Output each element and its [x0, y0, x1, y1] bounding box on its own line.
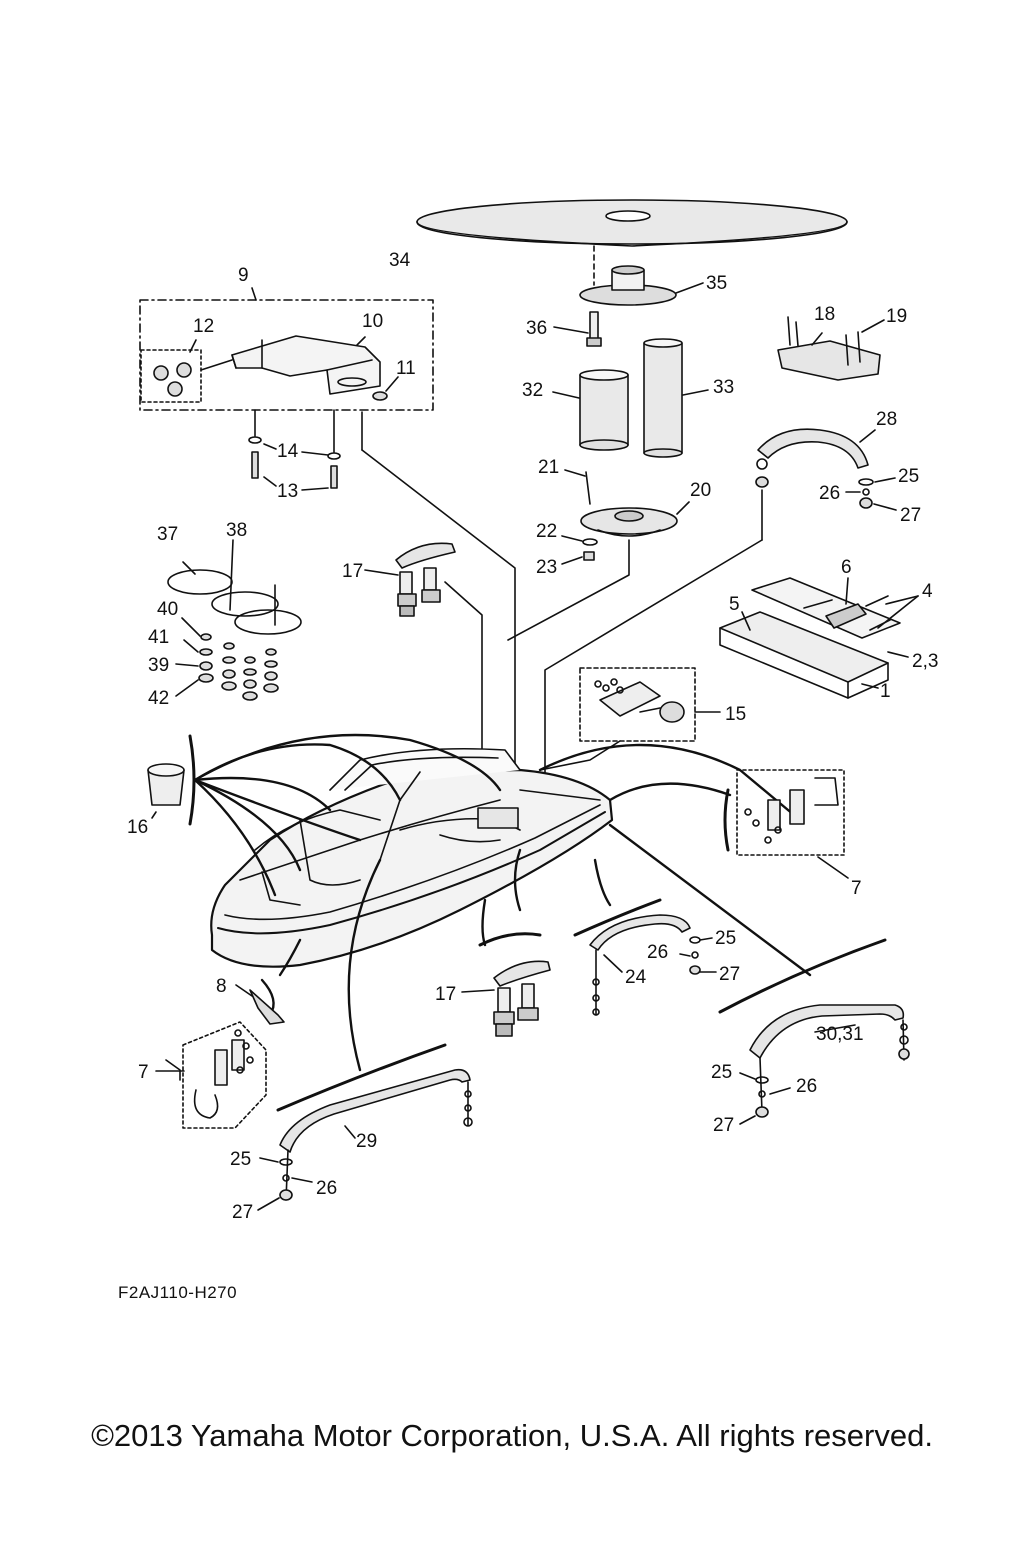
seat-bracket-assembly-9 — [139, 287, 516, 771]
callout-labels: 34 35 36 32 33 21 20 22 23 9 12 10 11 14… — [127, 250, 938, 1223]
callout-32: 32 — [522, 380, 543, 401]
callout-9: 9 — [238, 265, 249, 286]
bracket-box-7-left — [155, 1021, 267, 1129]
post-short-32 — [552, 369, 629, 451]
rail-assembly-1-6 — [719, 577, 919, 699]
callout-8: 8 — [216, 976, 227, 997]
callout-38: 38 — [226, 520, 247, 541]
callout-36: 36 — [526, 318, 547, 339]
callout-28: 28 — [876, 409, 897, 430]
callout-25-c: 25 — [711, 1062, 732, 1083]
table-top-34 — [416, 199, 848, 286]
callout-40: 40 — [157, 599, 178, 620]
handle-29 — [257, 1043, 473, 1211]
callout-25-b: 25 — [715, 928, 736, 949]
callout-6: 6 — [841, 557, 852, 578]
callout-24: 24 — [625, 967, 647, 988]
callout-17-a: 17 — [342, 561, 363, 582]
cup-rings-37-42 — [167, 539, 302, 701]
callout-23: 23 — [536, 557, 557, 578]
callout-37: 37 — [157, 524, 178, 545]
callout-39: 39 — [148, 655, 169, 676]
grab-handle-28 — [544, 428, 897, 776]
callout-26-c: 26 — [796, 1076, 817, 1097]
drawing-code: F2AJ110-H270 — [118, 1283, 238, 1302]
cleat-17-bottom — [461, 932, 551, 1037]
callout-26-a: 26 — [819, 483, 840, 504]
callout-21: 21 — [538, 457, 559, 478]
callout-15: 15 — [725, 704, 746, 725]
callout-18: 18 — [814, 304, 835, 325]
callout-26-d: 26 — [316, 1178, 337, 1199]
bracket-box-15 — [539, 667, 721, 771]
callout-1: 1 — [880, 681, 891, 702]
callout-35: 35 — [706, 273, 727, 294]
callout-4: 4 — [922, 581, 933, 602]
callout-29: 29 — [356, 1131, 377, 1152]
callout-27-b: 27 — [719, 964, 740, 985]
callout-27-d: 27 — [232, 1202, 253, 1223]
callout-12: 12 — [193, 316, 214, 337]
callout-10: 10 — [362, 311, 383, 332]
leader-curves — [193, 733, 812, 1072]
handle-30-31 — [718, 938, 910, 1125]
plate-18 — [777, 316, 885, 381]
cleat-17-top — [364, 542, 483, 761]
callout-41: 41 — [148, 627, 169, 648]
callout-2-3: 2,3 — [912, 651, 938, 672]
pedestal-base-20 — [507, 469, 690, 641]
callout-27-a: 27 — [900, 505, 921, 526]
cup-holder-16 — [147, 734, 196, 826]
callout-26-b: 26 — [647, 942, 668, 963]
callout-7-a: 7 — [851, 878, 862, 899]
callout-7-b: 7 — [138, 1062, 149, 1083]
callout-19: 19 — [886, 306, 907, 327]
handle-24 — [573, 898, 717, 1016]
callout-33: 33 — [713, 377, 734, 398]
callout-11: 11 — [396, 358, 416, 379]
bracket-8 — [235, 984, 285, 1025]
copyright-notice: ©2013 Yamaha Motor Corporation, U.S.A. A… — [91, 1418, 933, 1453]
pedestal-top-35 — [579, 265, 704, 306]
post-long-33 — [643, 338, 709, 458]
callout-30-31: 30,31 — [816, 1024, 864, 1045]
boat-hull — [210, 747, 614, 968]
callout-27-c: 27 — [713, 1115, 734, 1136]
callout-14: 14 — [277, 441, 299, 462]
callout-20: 20 — [690, 480, 711, 501]
callout-13: 13 — [277, 481, 298, 502]
screws-13-14 — [248, 409, 341, 491]
callout-22: 22 — [536, 521, 557, 542]
callout-42: 42 — [148, 688, 169, 709]
callout-5: 5 — [729, 594, 740, 615]
callout-17-b: 17 — [435, 984, 456, 1005]
bracket-box-7-right — [723, 769, 849, 879]
bolt-36 — [553, 311, 602, 347]
callout-34: 34 — [389, 250, 411, 271]
callout-16: 16 — [127, 817, 148, 838]
callout-25-d: 25 — [230, 1149, 251, 1170]
callout-25-a: 25 — [898, 466, 919, 487]
